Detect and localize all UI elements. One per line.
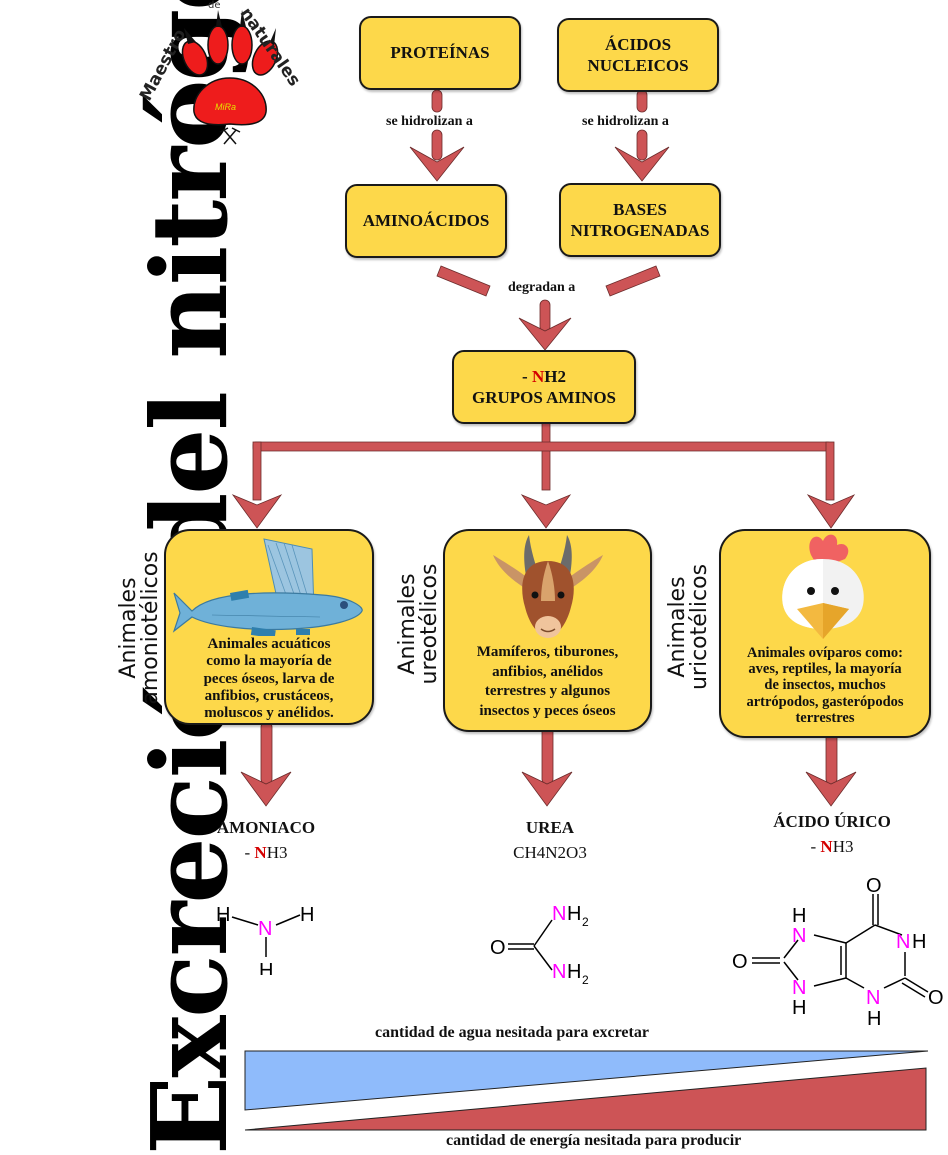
arrow-shaft	[636, 129, 648, 161]
arrow-head	[518, 317, 572, 351]
atom-h: H	[912, 931, 926, 953]
arrow-shaft	[260, 721, 273, 785]
subscript: 2	[582, 915, 589, 929]
result-acido-urico-name: ÁCIDO ÚRICO	[773, 812, 891, 831]
category-description-amoniotelicos: Animales acuáticos como la mayoría de pe…	[203, 636, 335, 721]
atom-n: N	[552, 903, 566, 925]
arrow-shaft	[636, 89, 648, 113]
crossed-hammers-icon	[219, 127, 241, 145]
arrow-shaft	[436, 265, 491, 297]
result-amoniaco-name: AMONIACO	[216, 818, 316, 837]
box-bases-line1: BASES	[613, 199, 667, 219]
amino-formula: - NH2	[522, 366, 566, 386]
arrow-shaft	[605, 265, 661, 297]
arrow-shaft	[539, 299, 551, 333]
atom-o: O	[490, 937, 506, 959]
arrow-head	[520, 494, 572, 529]
arrow-shaft	[825, 441, 835, 501]
result-amoniaco: AMONIACO - NH3	[186, 816, 346, 865]
atom-h: H	[792, 905, 806, 927]
atom-n: N	[258, 918, 272, 940]
arrow-shaft	[431, 89, 443, 113]
atom-h: H	[300, 904, 314, 926]
category-box-uricotelicos: Animales ovíparos como: aves, reptiles, …	[719, 529, 931, 738]
atom-h: H	[867, 1008, 881, 1030]
atom-o: O	[866, 875, 882, 897]
urea-structure: O N H 2 N H 2	[490, 903, 589, 987]
box-acidos-line2: NUCLEICOS	[587, 56, 689, 75]
category-box-ureotelicos: Mamíferos, tiburones, anfibios, anélidos…	[443, 529, 652, 732]
logo-text-de: de	[208, 0, 221, 11]
atom-h: H	[216, 904, 230, 926]
atom-h: H	[792, 997, 806, 1019]
atom-h: H	[259, 960, 273, 975]
comparison-wedges	[244, 1050, 929, 1131]
arrow-head	[806, 494, 856, 529]
box-aminoacidos: AMINOÁCIDOS	[345, 184, 507, 258]
amino-label: GRUPOS AMINOS	[471, 388, 617, 407]
box-bases-nitrogenadas: BASES NITROGENADAS	[559, 183, 721, 257]
goat-icon	[493, 535, 603, 638]
atom-o: O	[928, 987, 944, 1009]
arrow-shaft	[825, 732, 838, 785]
result-acido-urico-formula: - NH3	[810, 836, 854, 856]
result-acido-urico: ÁCIDO ÚRICO - NH3	[752, 810, 912, 859]
connector-acidos: se hidrolizan a	[582, 114, 669, 129]
box-acidos-line1: ÁCIDOS	[604, 34, 672, 54]
chicken-icon	[782, 534, 864, 639]
category-description-ureotelicos: Mamíferos, tiburones, anfibios, anélidos…	[476, 644, 619, 719]
logo: MiRa Maestro de naturales	[136, 0, 310, 150]
arrow-head	[409, 146, 465, 182]
arrow-shaft	[541, 419, 551, 491]
arrow-shaft	[252, 441, 832, 452]
atom-o: O	[732, 951, 748, 973]
atom-n: N	[896, 931, 910, 953]
connector-proteinas: se hidrolizan a	[386, 114, 473, 129]
category-box-amoniotelicos: Animales acuáticos como la mayoría de pe…	[164, 529, 374, 725]
atom-n: N	[552, 961, 566, 983]
arrow-head	[521, 771, 573, 807]
atom-n: N	[866, 987, 880, 1009]
ammonia-structure: H N H H	[216, 904, 314, 975]
atom-n: N	[792, 977, 806, 999]
arrow-shaft	[431, 129, 443, 161]
box-proteinas-label: PROTEÍNAS	[390, 43, 490, 63]
energy-label: cantidad de energía nesitada para produc…	[446, 1132, 742, 1149]
atom-h: H	[567, 903, 581, 925]
fish-icon	[172, 538, 363, 636]
result-urea: UREA CH4N2O3	[470, 816, 630, 865]
water-label: cantidad de agua nesitada para excretar	[375, 1024, 649, 1041]
arrow-head	[614, 146, 670, 182]
water-wedge	[244, 1050, 929, 1111]
arrow-shaft	[541, 726, 554, 785]
result-urea-name: UREA	[525, 818, 575, 837]
category-description-uricotelicos: Animales ovíparos como: aves, reptiles, …	[746, 645, 904, 726]
uric-acid-structure: O N H O N H N H N H O	[732, 875, 944, 1030]
box-aminoacidos-label: AMINOÁCIDOS	[362, 211, 490, 231]
energy-wedge	[244, 1067, 927, 1131]
result-amoniaco-formula: - NH3	[244, 842, 288, 862]
subscript: 2	[582, 973, 589, 987]
arrow-shaft	[252, 441, 262, 501]
side-label-ureotelicos: Animales ureotélicos	[395, 563, 442, 685]
side-label-amoniotelicos: Animales amoniotélicos	[116, 551, 163, 705]
box-acidos-nucleicos: ÁCIDOS NUCLEICOS	[557, 18, 719, 92]
atom-h: H	[567, 961, 581, 983]
box-proteinas: PROTEÍNAS	[359, 16, 521, 90]
box-bases-line2: NITROGENADAS	[570, 221, 710, 240]
box-grupos-aminos: - NH2 GRUPOS AMINOS	[452, 350, 636, 424]
connector-degradan: degradan a	[508, 280, 576, 295]
atom-n: N	[792, 925, 806, 947]
arrow-head	[805, 771, 857, 807]
svg-text:MiRa: MiRa	[215, 102, 236, 112]
result-urea-formula: CH4N2O3	[513, 842, 587, 862]
paw-print-icon: MiRa	[181, 10, 279, 145]
side-label-uricotelicos: Animales uricotélicos	[665, 563, 712, 691]
